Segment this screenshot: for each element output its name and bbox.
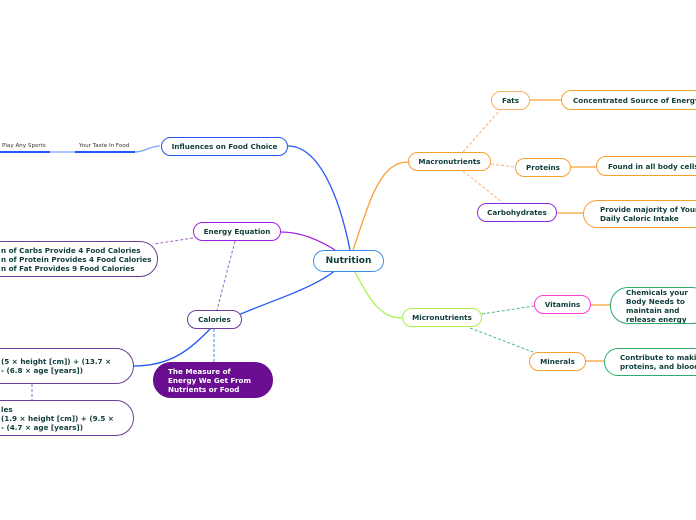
underline [75, 151, 135, 153]
node-carbohydrates-detail[interactable]: Provide majority of Your Daily Caloric I… [583, 200, 696, 228]
node-proteins-detail[interactable]: Found in all body cells [596, 156, 696, 176]
underline [0, 151, 50, 153]
detail-text: Concentrated Source of Energy [573, 95, 696, 105]
node-label: Minerals [540, 357, 575, 366]
node-label: Vitamins [544, 300, 581, 309]
detail-text: Contribute to making proteins, and blood [620, 353, 696, 371]
node-label: Carbohydrates [487, 208, 547, 217]
node-label: Energy Equation [203, 227, 271, 236]
node-formula-1[interactable]: (5 × height [cm]) + (13.7 ×- (6.8 × age … [0, 348, 134, 384]
node-minerals-detail[interactable]: Contribute to making proteins, and blood [604, 348, 696, 376]
node-fats-detail[interactable]: Concentrated Source of Energy [561, 90, 696, 110]
node-calories-definition[interactable]: The Measure of Energy We Get From Nutrie… [153, 362, 273, 398]
node-fats[interactable]: Fats [491, 91, 530, 110]
node-proteins[interactable]: Proteins [515, 158, 571, 177]
formula-line: les [1, 404, 13, 414]
definition-text: The Measure of Energy We Get From Nutrie… [168, 366, 251, 394]
formula-line: (5 × height [cm]) + (13.7 × [1, 357, 112, 366]
formula-line: - (4.7 × age [years]) [1, 422, 83, 432]
detail-text: Provide majority of Your Daily Caloric I… [600, 205, 696, 223]
node-label: Fats [501, 96, 520, 105]
detail-line: n of Fat Provides 9 Food Calories [1, 263, 135, 273]
node-label: Calories [198, 315, 231, 324]
node-macronutrients[interactable]: Macronutrients [408, 152, 491, 171]
node-label: Micronutrients [412, 313, 472, 322]
node-label: Macronutrients [418, 157, 481, 166]
node-calories[interactable]: Calories [187, 310, 242, 329]
node-minerals[interactable]: Minerals [529, 352, 586, 371]
formula-line: - (6.8 × age [years]) [1, 366, 83, 375]
detail-text: Found in all body cells [608, 161, 696, 171]
node-formula-2[interactable]: les(1.9 × height [cm]) + (9.5 ×- (4.7 × … [0, 400, 134, 436]
node-micronutrients[interactable]: Micronutrients [402, 308, 482, 327]
formula-line: (1.9 × height [cm]) + (9.5 × [1, 413, 114, 423]
detail-line: n of Protein Provides 4 Food Calories [1, 254, 152, 264]
detail-line: n of Carbs Provide 4 Food Calories [1, 245, 141, 255]
node-carbohydrates[interactable]: Carbohydrates [477, 203, 557, 222]
node-label: Proteins [526, 163, 560, 172]
central-node-nutrition[interactable]: Nutrition [313, 250, 384, 272]
node-vitamins[interactable]: Vitamins [534, 295, 591, 314]
node-energy-equation[interactable]: Energy Equation [193, 222, 281, 241]
node-label: Influences on Food Choice [171, 142, 278, 151]
item-play-sports[interactable]: Play Any Sports [2, 143, 46, 149]
node-vitamins-detail[interactable]: Chemicals your Body Needs to maintain an… [610, 287, 696, 324]
node-influences[interactable]: Influences on Food Choice [161, 137, 288, 156]
central-label: Nutrition [325, 255, 372, 266]
item-your-taste[interactable]: Your Taste In Food [79, 143, 130, 149]
detail-text: Chemicals your Body Needs to maintain an… [626, 287, 688, 324]
